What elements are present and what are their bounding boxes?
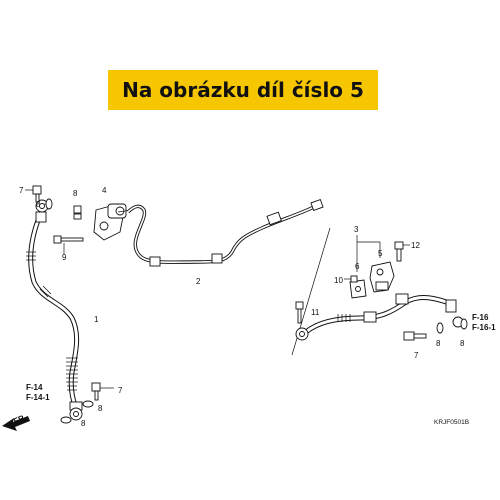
hose-clamp-stay-5	[369, 261, 395, 293]
banner-text: Na obrázku díl číslo 5	[122, 78, 364, 102]
label-7-right: 7	[414, 351, 419, 360]
brake-hose-right	[295, 293, 464, 341]
label-5: 5	[378, 249, 383, 258]
label-12: 12	[411, 241, 420, 250]
bolt-10	[344, 275, 358, 283]
brake-hose-1	[26, 199, 83, 421]
bolt-12	[394, 241, 410, 262]
label-bracket-3-5-6	[356, 235, 381, 272]
label-8-right-b: 8	[460, 339, 465, 348]
washer-8-upper	[44, 198, 53, 210]
label-7-lower: 7	[118, 386, 123, 395]
master-cylinder-assembly-4	[93, 203, 133, 241]
washer-8-right-a	[436, 322, 444, 334]
label-2: 2	[196, 277, 201, 286]
ref-f16-1: F-16-1	[472, 323, 496, 332]
washer-8-master	[73, 205, 82, 220]
brake-pipe-2	[126, 198, 324, 267]
front-direction-arrow-icon	[2, 416, 30, 431]
ref-f14-1: F-14-1	[26, 393, 50, 402]
diagram-code: KRJF0501B	[434, 419, 469, 426]
bolt-7-upper	[25, 185, 42, 203]
label-8-upper: 8	[36, 200, 41, 209]
ref-fr: FR.	[12, 413, 27, 426]
label-8-master: 8	[73, 189, 78, 198]
bolt-11	[295, 301, 304, 324]
label-9: 9	[62, 253, 67, 262]
ref-f14: F-14	[26, 383, 43, 392]
ref-f16: F-16	[472, 313, 489, 322]
washer-8-right-b	[460, 318, 468, 330]
clamp-bracket-6	[349, 279, 367, 299]
bolt-7-right	[403, 331, 427, 341]
lower-banjo-fitting	[69, 401, 83, 421]
bolt-9	[53, 235, 84, 254]
label-8-lower-b: 8	[81, 419, 86, 428]
washer-8-lower-b	[60, 416, 72, 424]
label-3: 3	[354, 225, 359, 234]
upper-banjo-fitting	[35, 199, 49, 223]
label-8-right-a: 8	[436, 339, 441, 348]
washer-8-lower-a	[82, 400, 94, 408]
label-4: 4	[102, 186, 107, 195]
title-banner: Na obrázku díl číslo 5	[108, 70, 378, 110]
label-7-upper: 7	[19, 186, 24, 195]
bolt-7-lower	[91, 382, 114, 401]
label-10: 10	[334, 276, 343, 285]
hose-ribs	[26, 251, 78, 391]
label-1: 1	[94, 315, 99, 324]
label-11: 11	[311, 308, 320, 317]
label-6: 6	[355, 262, 360, 271]
label-8-lower-a: 8	[98, 404, 103, 413]
